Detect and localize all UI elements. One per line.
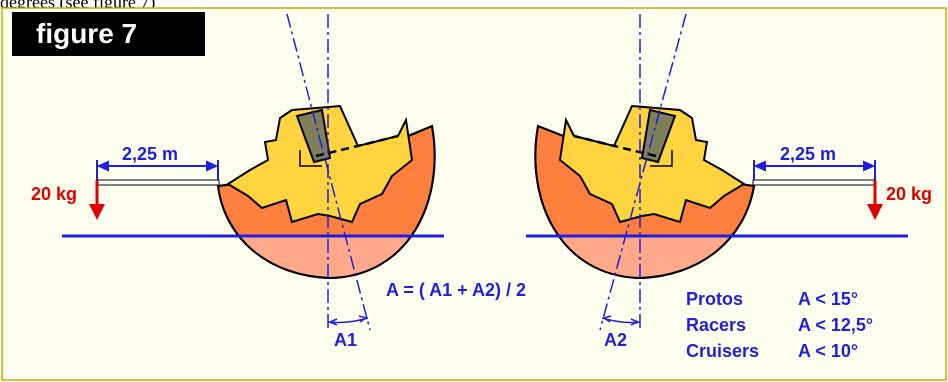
figure-label: figure 7 xyxy=(12,12,205,56)
left-weight-label: 20 kg xyxy=(31,184,77,204)
left-dimension xyxy=(96,160,219,180)
left-angle-label: A1 xyxy=(334,330,357,350)
right-angle-label: A2 xyxy=(604,330,627,350)
left-mast-block xyxy=(295,108,332,164)
class-name: Protos xyxy=(686,289,743,309)
right-distance-label: 2,25 m xyxy=(780,144,836,164)
right-axes xyxy=(599,13,687,331)
right-weight-arrow xyxy=(867,180,883,220)
class-limit: A < 15° xyxy=(798,289,858,309)
right-arm xyxy=(752,179,876,186)
right-dimension xyxy=(753,160,876,180)
left-distance-label: 2,25 m xyxy=(122,144,178,164)
formula-text: A = ( A1 + A2) / 2 xyxy=(386,280,526,300)
left-deck xyxy=(226,104,414,224)
class-limit: A < 10° xyxy=(798,341,858,361)
right-weight-label: 20 kg xyxy=(886,184,932,204)
left-arm xyxy=(96,179,220,186)
right-mast-block xyxy=(640,108,677,164)
class-limits-table: Protos A < 15° Racers A < 12,5° Cruisers… xyxy=(686,289,873,361)
left-weight-arrow xyxy=(89,180,105,220)
class-name: Racers xyxy=(686,315,746,335)
figure-background xyxy=(1,7,947,381)
right-deck xyxy=(558,104,746,224)
left-axes xyxy=(286,13,371,331)
class-limit: A < 12,5° xyxy=(798,315,873,335)
class-name: Cruisers xyxy=(686,341,759,361)
